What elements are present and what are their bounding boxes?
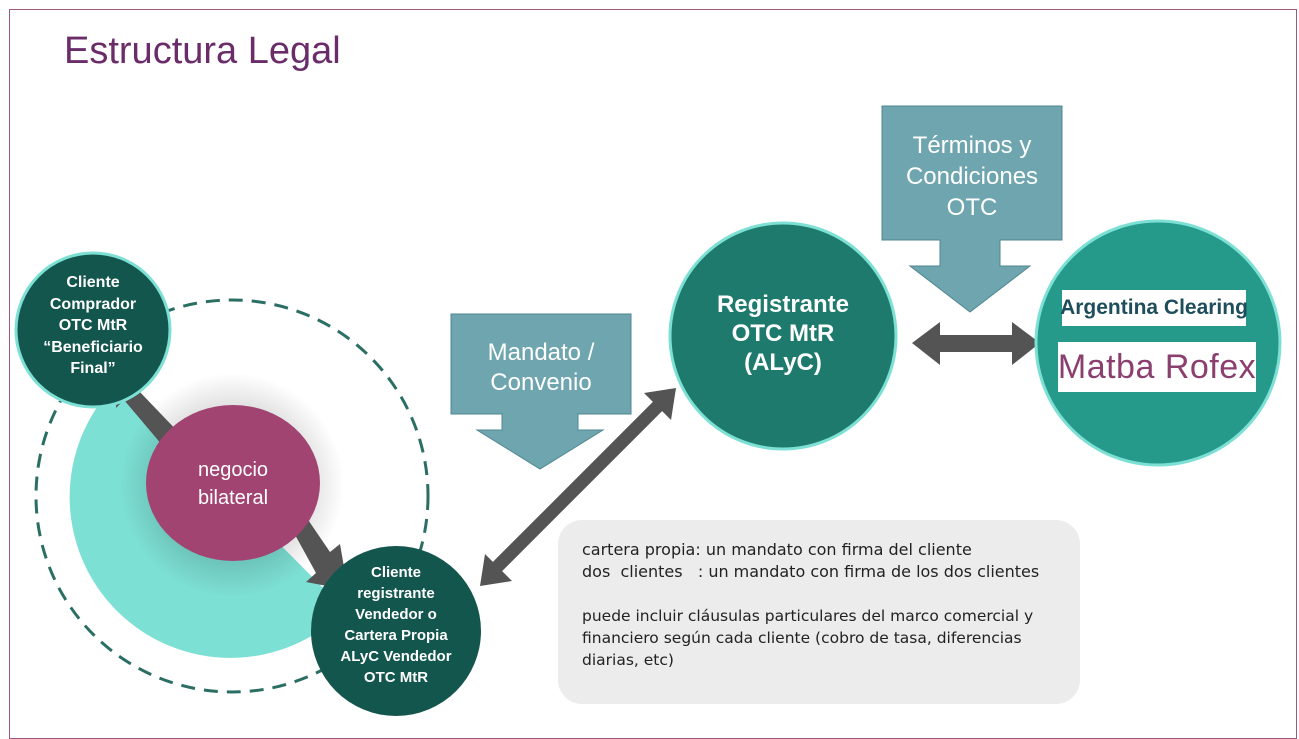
buyer-label-line: Cliente: [66, 274, 120, 291]
buyer-label-line: OTC MtR: [58, 317, 128, 334]
terms-callout-line: Términos y: [912, 132, 1032, 159]
registrant-label-line: OTC MtR: [731, 320, 835, 347]
mandate-callout-label: Mandato / Convenio: [452, 338, 630, 398]
buyer-label-line: “Beneficiario: [43, 338, 143, 356]
mandate-callout-line: Convenio: [490, 369, 592, 396]
slide-title: Estructura Legal: [64, 30, 341, 72]
seller-circle: [311, 546, 481, 716]
terms-callout-label: Términos y Condiciones OTC: [882, 130, 1062, 223]
buyer-label-line: Comprador: [49, 295, 137, 313]
terms-callout-line: OTC: [946, 194, 998, 221]
buyer-label-line: Final”: [70, 360, 116, 377]
note-description: puede incluir cláusulas particulares del…: [582, 607, 1034, 669]
bilateral-label: negocio bilateral: [148, 456, 318, 512]
registrant-label-line: (ALyC): [744, 349, 822, 376]
registrant-label: Registrante OTC MtR (ALyC): [668, 290, 898, 377]
mandate-callout-shape: [450, 313, 632, 470]
seller-label-line: Vendedor o: [355, 606, 437, 623]
bilateral-label-line: bilateral: [197, 487, 269, 509]
buyer-label: Cliente Comprador OTC MtR “Beneficiario …: [18, 272, 168, 380]
double-arrow-registrant-clearing: [912, 322, 1040, 365]
mandate-callout-line: Mandato /: [487, 339, 595, 366]
registrant-circle: [668, 221, 898, 451]
notes-box: cartera propia: un mandato con firma del…: [558, 520, 1080, 704]
matba-rofex-logo: Matba Rofex: [1058, 342, 1256, 392]
terms-callout-line: Condiciones: [905, 163, 1039, 190]
terms-callout-shape: [881, 105, 1063, 313]
buyer-circle: [14, 251, 172, 409]
orbit-dashed-circle: [34, 298, 430, 694]
bilateral-circle: [146, 405, 320, 561]
seller-label-line: Cartera Propia: [344, 627, 448, 644]
seller-label-line: OTC MtR: [363, 669, 429, 686]
bilateral-label-line: negocio: [197, 459, 269, 481]
double-arrow-seller-registrant: [480, 388, 676, 586]
note-cartera-propia: cartera propia: un mandato con firma del…: [582, 540, 972, 559]
argentina-clearing-logo: Argentina Clearing: [1060, 290, 1248, 326]
seller-label-line: registrante: [357, 585, 435, 602]
seller-label-line: ALyC Vendedor: [340, 648, 452, 665]
seller-label: Cliente registrante Vendedor o Cartera P…: [313, 562, 479, 688]
registrant-label-line: Registrante: [716, 291, 850, 318]
note-dos-clientes: dos clientes : un mandato con firma de l…: [582, 562, 1040, 581]
seller-label-line: Cliente: [370, 564, 421, 581]
